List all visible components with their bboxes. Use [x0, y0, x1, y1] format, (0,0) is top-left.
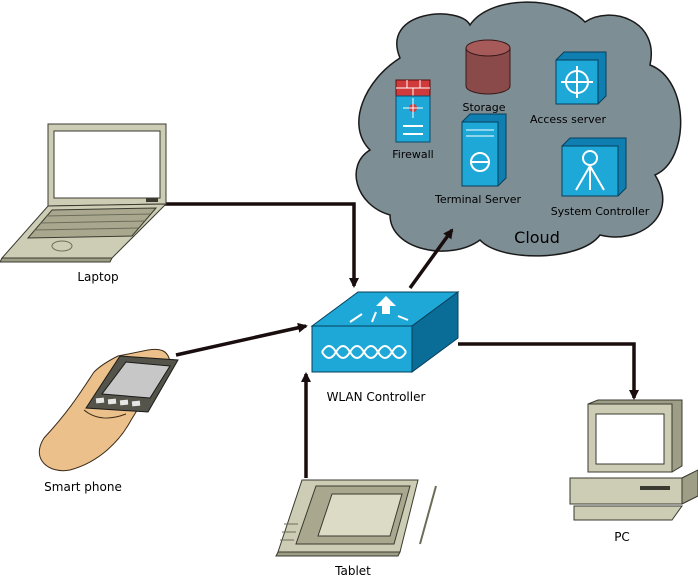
laptop-label: Laptop [77, 270, 118, 284]
connectors [165, 202, 639, 478]
system-controller-icon [561, 137, 627, 197]
smart-phone-icon [38, 348, 179, 472]
tablet-icon [275, 479, 437, 557]
connector-wlan-cloud [408, 228, 454, 290]
system-controller-label: System Controller [551, 205, 650, 218]
wlan-controller-label: WLAN Controller [327, 390, 426, 404]
storage-label: Storage [462, 101, 505, 114]
wlan-controller-icon [310, 291, 460, 373]
access-server-icon [555, 51, 607, 105]
connector-laptop-wlan [165, 202, 359, 288]
firewall-label: Firewall [392, 148, 433, 161]
cloud-group: Firewall Storage Access server Terminal … [355, 1, 682, 257]
connector-wlan-pc [458, 342, 639, 400]
access-server-label: Access server [530, 113, 606, 126]
tablet-label: Tablet [334, 564, 371, 578]
terminal-server-label: Terminal Server [434, 193, 522, 206]
cloud-title: Cloud [514, 228, 560, 247]
firewall-icon [395, 79, 431, 143]
laptop-icon [0, 123, 168, 263]
storage-icon [465, 39, 511, 95]
terminal-server-icon [461, 113, 507, 187]
connector-phone-wlan [175, 322, 308, 357]
pc-label: PC [614, 530, 630, 544]
pc-icon [569, 399, 698, 521]
smart-phone-label: Smart phone [44, 480, 122, 494]
